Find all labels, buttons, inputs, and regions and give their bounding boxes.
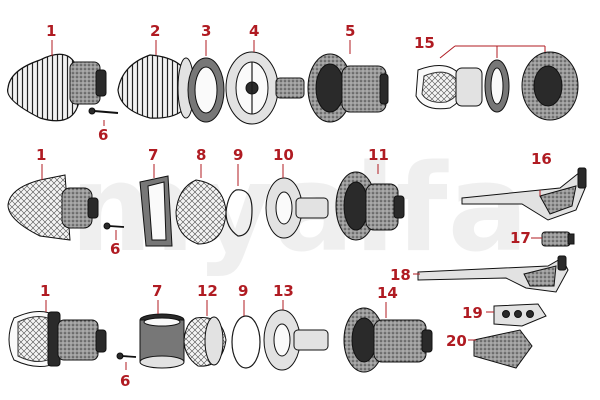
callout-6: 6 — [98, 126, 108, 144]
part-prism-lamp-assembly — [7, 174, 99, 241]
part-housing — [335, 171, 405, 241]
callout-20: 20 — [446, 332, 467, 350]
part-side-marker-set — [415, 51, 579, 121]
callout-1: 1 — [46, 22, 56, 40]
callout-18: 18 — [390, 266, 411, 284]
part-gasket — [225, 189, 253, 237]
callout-17: 17 — [510, 229, 531, 247]
callout-10: 10 — [273, 146, 294, 164]
callout-9: 9 — [233, 146, 243, 164]
callout-7: 7 — [148, 146, 158, 164]
part-ribbed-lamp-assembly — [7, 53, 107, 122]
callout-8: 8 — [196, 146, 206, 164]
part-gasket — [187, 57, 225, 123]
part-housing — [343, 307, 433, 373]
callout-6: 6 — [120, 372, 130, 390]
part-base-plate — [265, 177, 329, 239]
part-ribbed-lens — [117, 54, 195, 119]
part-bracket-upper — [461, 167, 587, 221]
callout-6: 6 — [110, 240, 120, 258]
callout-7: 7 — [152, 282, 162, 300]
part-bulb-holder — [541, 231, 575, 247]
part-base-plate — [263, 309, 329, 371]
callout-4: 4 — [249, 22, 259, 40]
part-bracket-lower — [417, 255, 569, 293]
callout-2: 2 — [150, 22, 160, 40]
part-gasket — [231, 315, 261, 369]
part-screw — [88, 107, 119, 115]
callout-16: 16 — [531, 150, 552, 168]
part-screw — [103, 222, 125, 230]
part-base-plate — [225, 51, 305, 125]
callout-9: 9 — [238, 282, 248, 300]
callout-5: 5 — [345, 22, 355, 40]
part-chrome-ring — [139, 175, 173, 247]
part-prism-lens — [175, 179, 227, 245]
callout-19: 19 — [462, 304, 483, 322]
part-screw — [116, 352, 137, 360]
callout-labels: 1 2 3 4 5 15 6 1 7 8 9 10 11 16 6 17 18 … — [36, 22, 552, 390]
callout-11: 11 — [368, 146, 389, 164]
part-rubber-pad — [473, 329, 533, 369]
callout-12: 12 — [197, 282, 218, 300]
callout-15: 15 — [414, 34, 435, 52]
callout-1: 1 — [40, 282, 50, 300]
part-cylinder-lens — [183, 316, 227, 367]
part-chrome-ring — [139, 313, 185, 369]
part-mounting-plate — [493, 303, 547, 327]
callout-3: 3 — [201, 22, 211, 40]
part-housing — [307, 53, 389, 123]
callout-1: 1 — [36, 146, 46, 164]
callout-13: 13 — [273, 282, 294, 300]
part-cylinder-lamp-assembly — [8, 311, 107, 367]
callout-14: 14 — [377, 284, 398, 302]
